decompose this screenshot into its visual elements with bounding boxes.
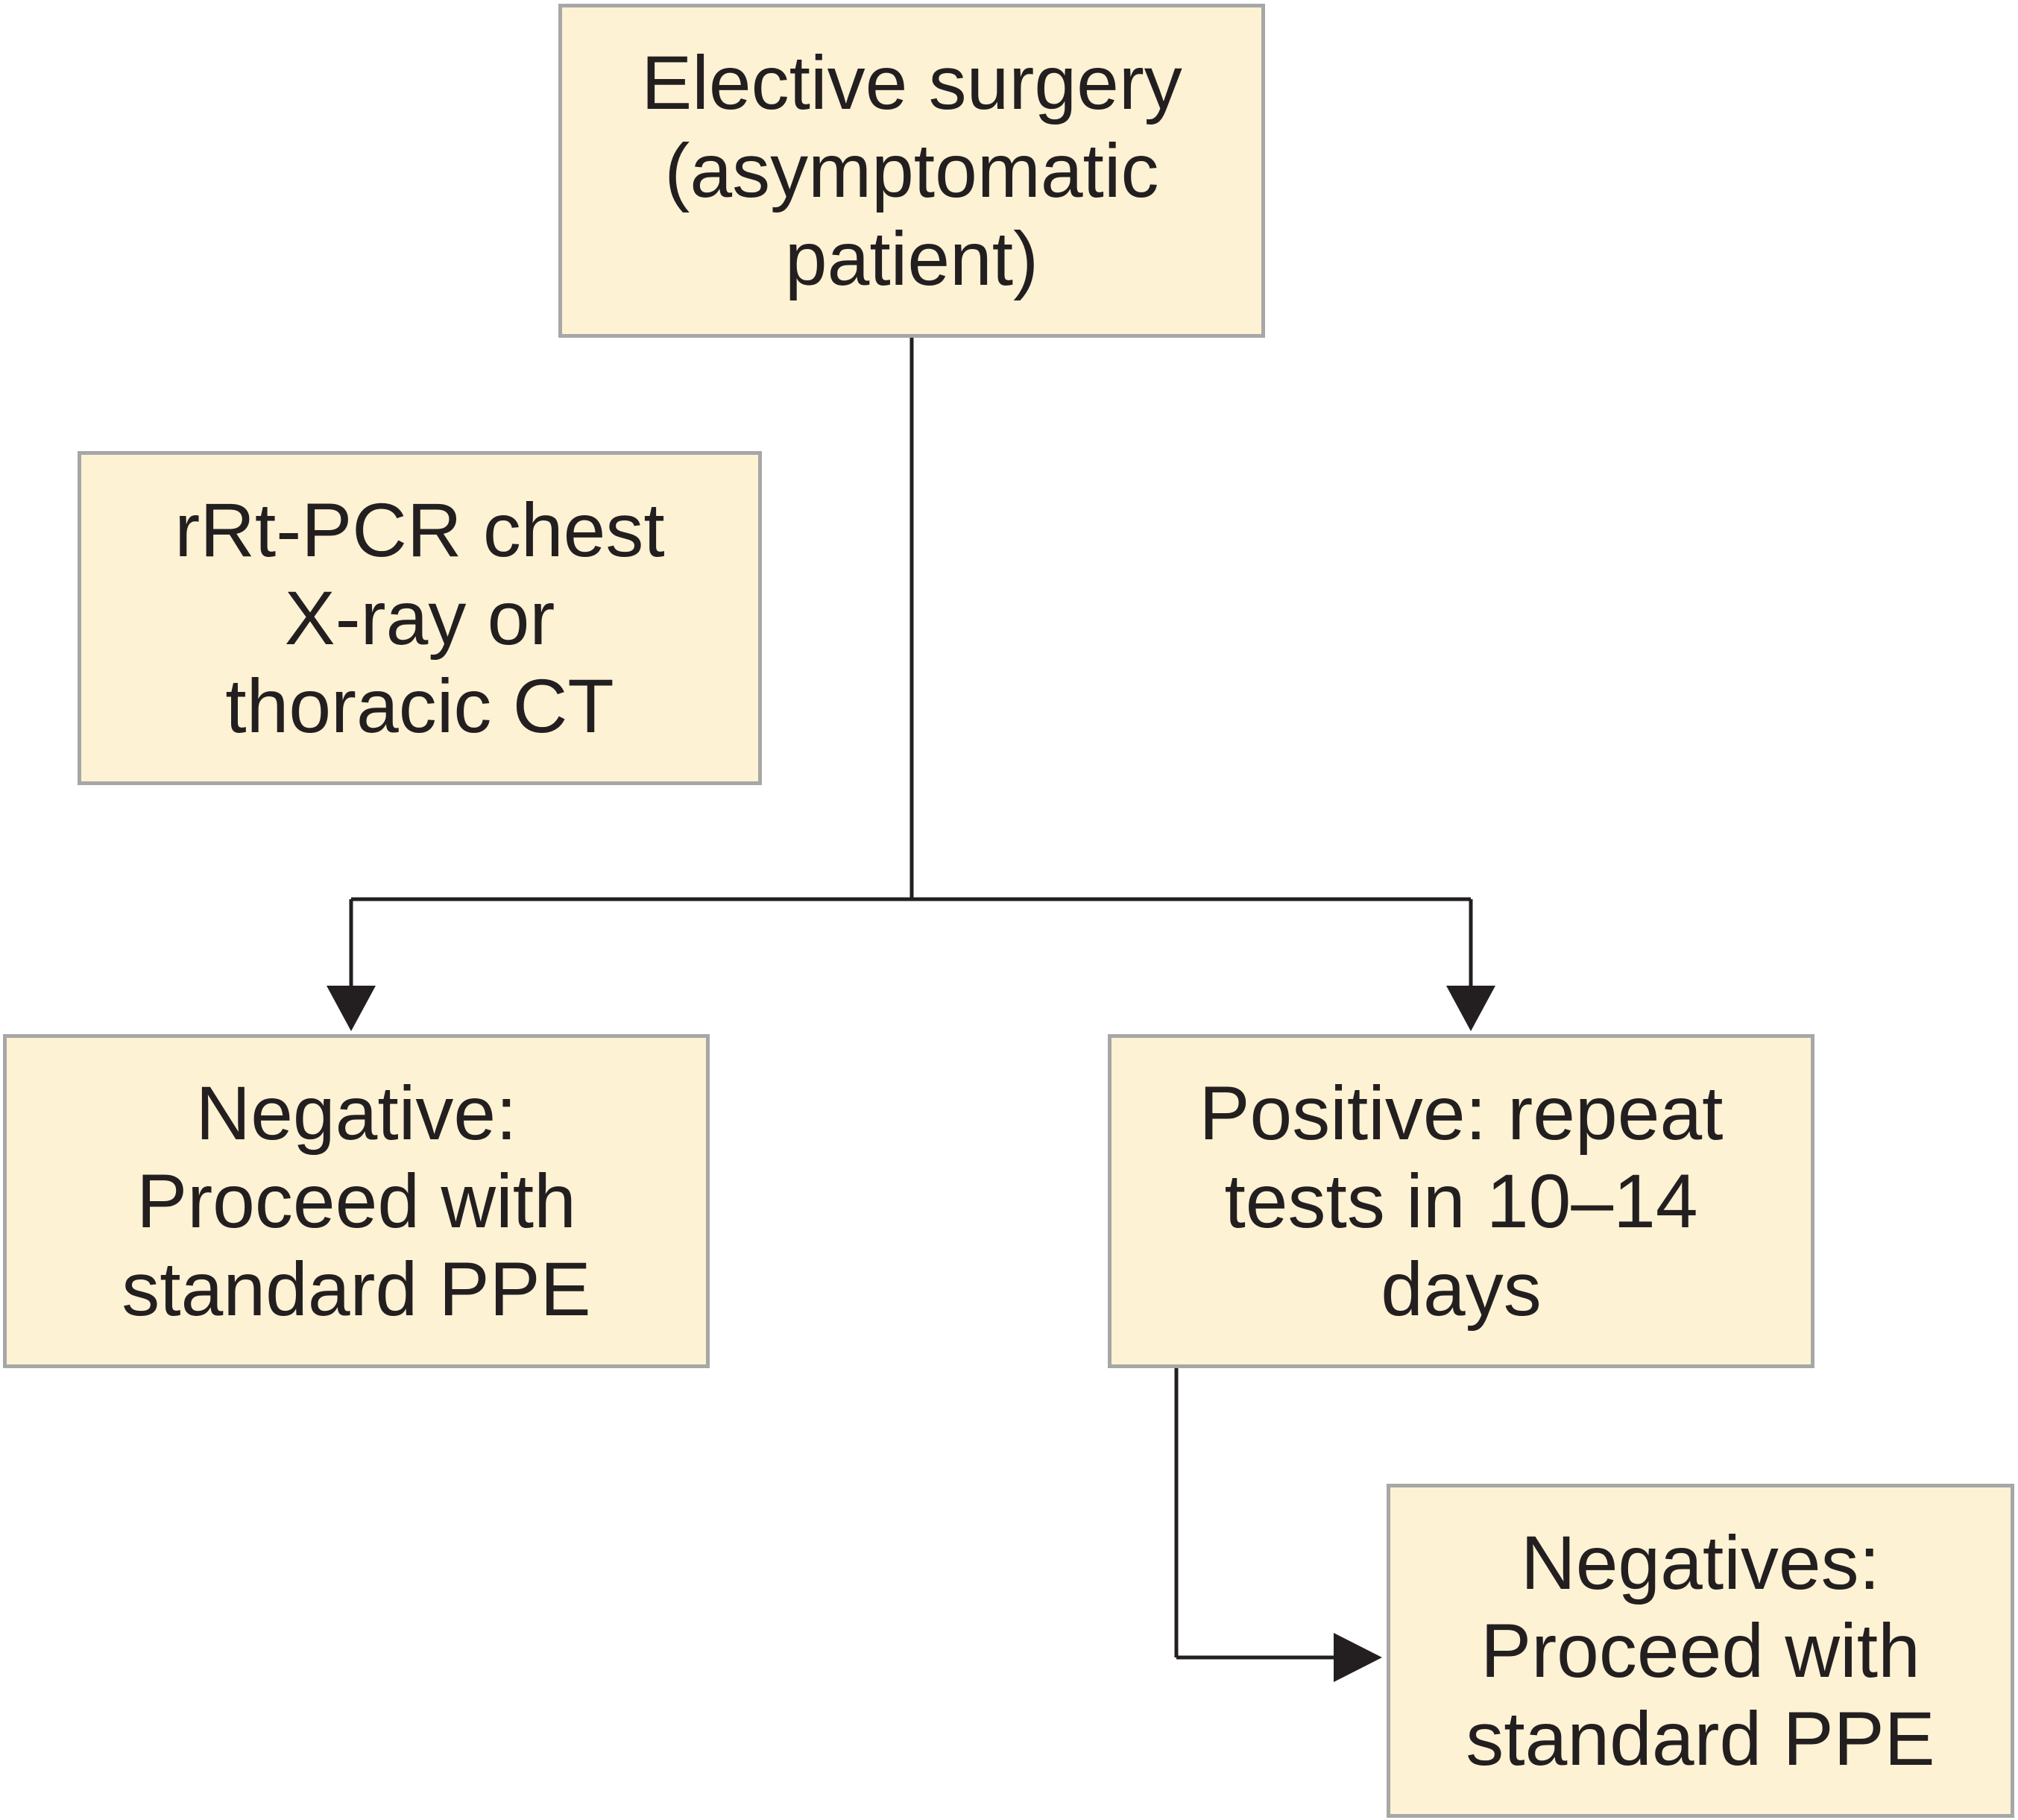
node-positive: Positive: repeat tests in 10–14 days [1108, 1034, 1814, 1368]
node-elective-surgery-label: Elective surgery (asymptomatic patient) [641, 40, 1182, 301]
arrowhead-down-negative [327, 986, 376, 1031]
node-negative: Negative: Proceed with standard PPE [3, 1034, 710, 1368]
node-elective-surgery: Elective surgery (asymptomatic patient) [558, 4, 1265, 338]
arrowhead-right-negatives [1334, 1633, 1382, 1682]
node-positive-label: Positive: repeat tests in 10–14 days [1199, 1071, 1724, 1332]
node-negatives: Negatives: Proceed with standard PPE [1387, 1484, 2014, 1818]
arrowhead-down-positive [1446, 986, 1495, 1031]
node-negatives-label: Negatives: Proceed with standard PPE [1466, 1520, 1935, 1781]
node-tests-label: rRt-PCR chest X-ray or thoracic CT [174, 488, 665, 749]
node-tests: rRt-PCR chest X-ray or thoracic CT [78, 451, 762, 785]
node-negative-label: Negative: Proceed with standard PPE [122, 1071, 591, 1332]
